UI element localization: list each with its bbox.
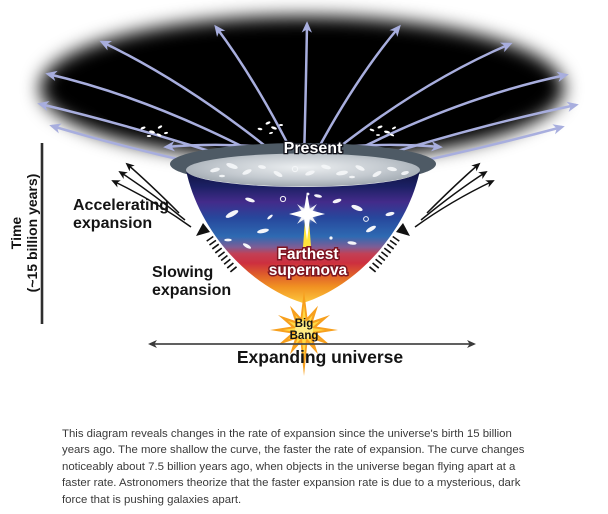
slowing-label-line2: expansion [152, 282, 231, 299]
farthest-supernova-label: Farthest supernova [267, 245, 349, 281]
farthest-label-line2: supernova [269, 262, 348, 279]
big-bang-starburst-icon [270, 290, 338, 376]
supernova-star-icon [289, 192, 325, 247]
caption-line: force that is pushing galaxies apart. [62, 493, 242, 506]
caption-line: This diagram reveals changes in the rate… [62, 428, 512, 440]
caption-line: noticeably about 7.5 billion years ago, … [62, 460, 516, 473]
farthest-label-line1: Farthest [277, 246, 338, 263]
time-axis-label-line1: Time [8, 217, 24, 250]
slowing-hatch-right [368, 223, 410, 273]
accelerating-label-line2: expansion [73, 215, 152, 232]
expanding-universe-label: Expanding universe [237, 347, 404, 367]
big-bang-label-line2: Bang [290, 330, 319, 342]
mouth-galaxies [210, 163, 409, 179]
accelerating-arrows-left [111, 162, 192, 228]
caption-line: years ago. The more shallow the curve, t… [62, 444, 525, 457]
caption-line: faster rate. Astronomers theorize that t… [62, 477, 521, 490]
slowing-label-line1: Slowing [152, 264, 213, 281]
slowing-hatch-left [196, 223, 238, 273]
funnel-mouth [186, 153, 420, 187]
big-bang-label-line1: Big [295, 318, 314, 330]
time-axis-label: Time (~15 billion years) [8, 174, 40, 293]
diagram-canvas: Time (~15 billion years) Present Acceler… [8, 16, 579, 376]
accelerating-label-line1: Accelerating [73, 197, 169, 214]
caption-paragraph: This diagram reveals changes in the rate… [62, 426, 562, 508]
time-axis-label-line2: (~15 billion years) [24, 174, 40, 293]
accelerating-expansion-label: Accelerating expansion [73, 197, 169, 232]
accelerating-arrows-right [414, 162, 495, 228]
disk-galaxy-cluster-center [257, 121, 283, 135]
disk-galaxy-cluster-left [140, 125, 168, 137]
slowing-expansion-label: Slowing expansion [152, 264, 231, 299]
disk-galaxy-cluster-right [369, 125, 396, 137]
big-bang-label: Big Bang [290, 318, 319, 342]
present-label: Present [284, 140, 343, 157]
funnel-body [186, 170, 420, 303]
funnel-galaxies [224, 192, 407, 249]
black-disk [40, 16, 564, 160]
